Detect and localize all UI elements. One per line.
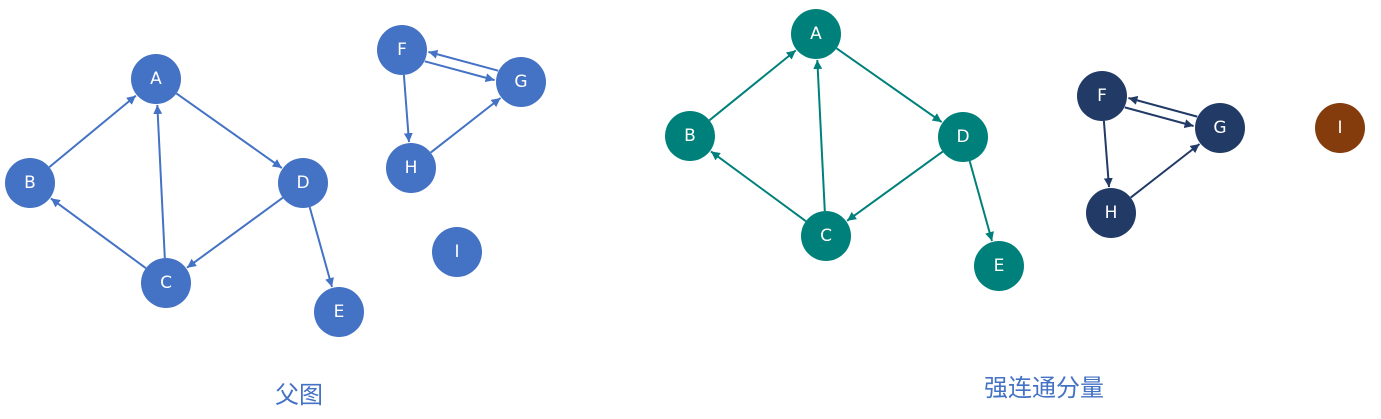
- scc-nodes: A B C D E F G H I: [665, 9, 1365, 291]
- node-f: F: [377, 25, 427, 75]
- node-label: I: [1337, 118, 1342, 138]
- node-label: D: [956, 127, 969, 147]
- node-b: B: [665, 111, 715, 161]
- node-d: D: [278, 158, 328, 208]
- edge-f-to-h: [402, 74, 413, 143]
- node-i: I: [1315, 103, 1365, 153]
- edge-f-to-g: [1124, 106, 1194, 128]
- node-circle: [801, 211, 851, 261]
- node-label: A: [150, 69, 162, 89]
- node-d: D: [938, 112, 988, 162]
- edge-f-to-g: [424, 60, 495, 83]
- parent-graph: A B C D E F G H I: [5, 25, 546, 337]
- node-h: H: [386, 143, 436, 193]
- node-label: D: [296, 173, 309, 193]
- edge-d-to-e: [968, 160, 994, 242]
- edge-c-to-a: [813, 59, 826, 212]
- edge-h-to-g: [430, 97, 502, 154]
- edge-f-to-h: [1102, 120, 1113, 188]
- node-label: B: [684, 126, 696, 146]
- edge-h-to-g: [1130, 143, 1201, 199]
- node-label: I: [454, 242, 459, 262]
- node-circle: [974, 241, 1024, 291]
- node-label: C: [820, 226, 832, 246]
- parent-graph-caption: 父图: [275, 381, 323, 409]
- node-circle: [938, 112, 988, 162]
- edge-a-to-d: [175, 92, 283, 169]
- node-label: F: [1097, 86, 1107, 106]
- node-label: G: [1213, 118, 1226, 138]
- node-h: H: [1086, 188, 1136, 238]
- node-circle: [432, 227, 482, 277]
- edge-b-to-a: [708, 49, 797, 122]
- edge-b-to-a: [48, 94, 137, 168]
- node-circle: [377, 25, 427, 75]
- node-a: A: [791, 9, 841, 59]
- node-circle: [141, 258, 191, 308]
- edge-c-to-b: [710, 150, 807, 223]
- node-circle: [665, 111, 715, 161]
- node-label: H: [405, 158, 418, 178]
- node-circle: [496, 57, 546, 107]
- node-circle: [1195, 103, 1245, 153]
- parent-edges: [48, 49, 502, 288]
- node-a: A: [131, 54, 181, 104]
- scc-edges: [708, 47, 1201, 242]
- edge-g-to-f: [428, 49, 499, 72]
- node-circle: [1315, 103, 1365, 153]
- strongly-connected-components-graph: A B C D E F G H I: [665, 9, 1365, 291]
- node-e: E: [974, 241, 1024, 291]
- node-c: C: [141, 258, 191, 308]
- node-circle: [314, 287, 364, 337]
- node-label: F: [397, 40, 407, 60]
- edge-d-to-e: [308, 206, 334, 288]
- node-label: H: [1105, 203, 1118, 223]
- node-g: G: [496, 57, 546, 107]
- node-circle: [791, 9, 841, 59]
- node-b: B: [5, 158, 55, 208]
- node-circle: [386, 143, 436, 193]
- node-circle: [278, 158, 328, 208]
- edge-c-to-b: [50, 197, 147, 270]
- node-circle: [1086, 188, 1136, 238]
- edge-c-to-a: [153, 104, 166, 259]
- edge-d-to-c: [846, 150, 944, 222]
- node-f: F: [1077, 71, 1127, 121]
- node-label: G: [514, 72, 527, 92]
- edge-d-to-c: [186, 196, 284, 269]
- node-circle: [1077, 71, 1127, 121]
- node-i: I: [432, 227, 482, 277]
- node-label: E: [334, 302, 345, 322]
- node-label: B: [24, 173, 36, 193]
- edge-a-to-d: [835, 47, 943, 123]
- node-label: C: [160, 273, 172, 293]
- parent-nodes: A B C D E F G H I: [5, 25, 546, 337]
- scc-graph-caption: 强连通分量: [984, 374, 1104, 402]
- node-label: E: [994, 256, 1005, 276]
- node-c: C: [801, 211, 851, 261]
- node-g: G: [1195, 103, 1245, 153]
- node-e: E: [314, 287, 364, 337]
- node-circle: [131, 54, 181, 104]
- edge-g-to-f: [1128, 96, 1198, 118]
- node-circle: [5, 158, 55, 208]
- node-label: A: [810, 24, 822, 44]
